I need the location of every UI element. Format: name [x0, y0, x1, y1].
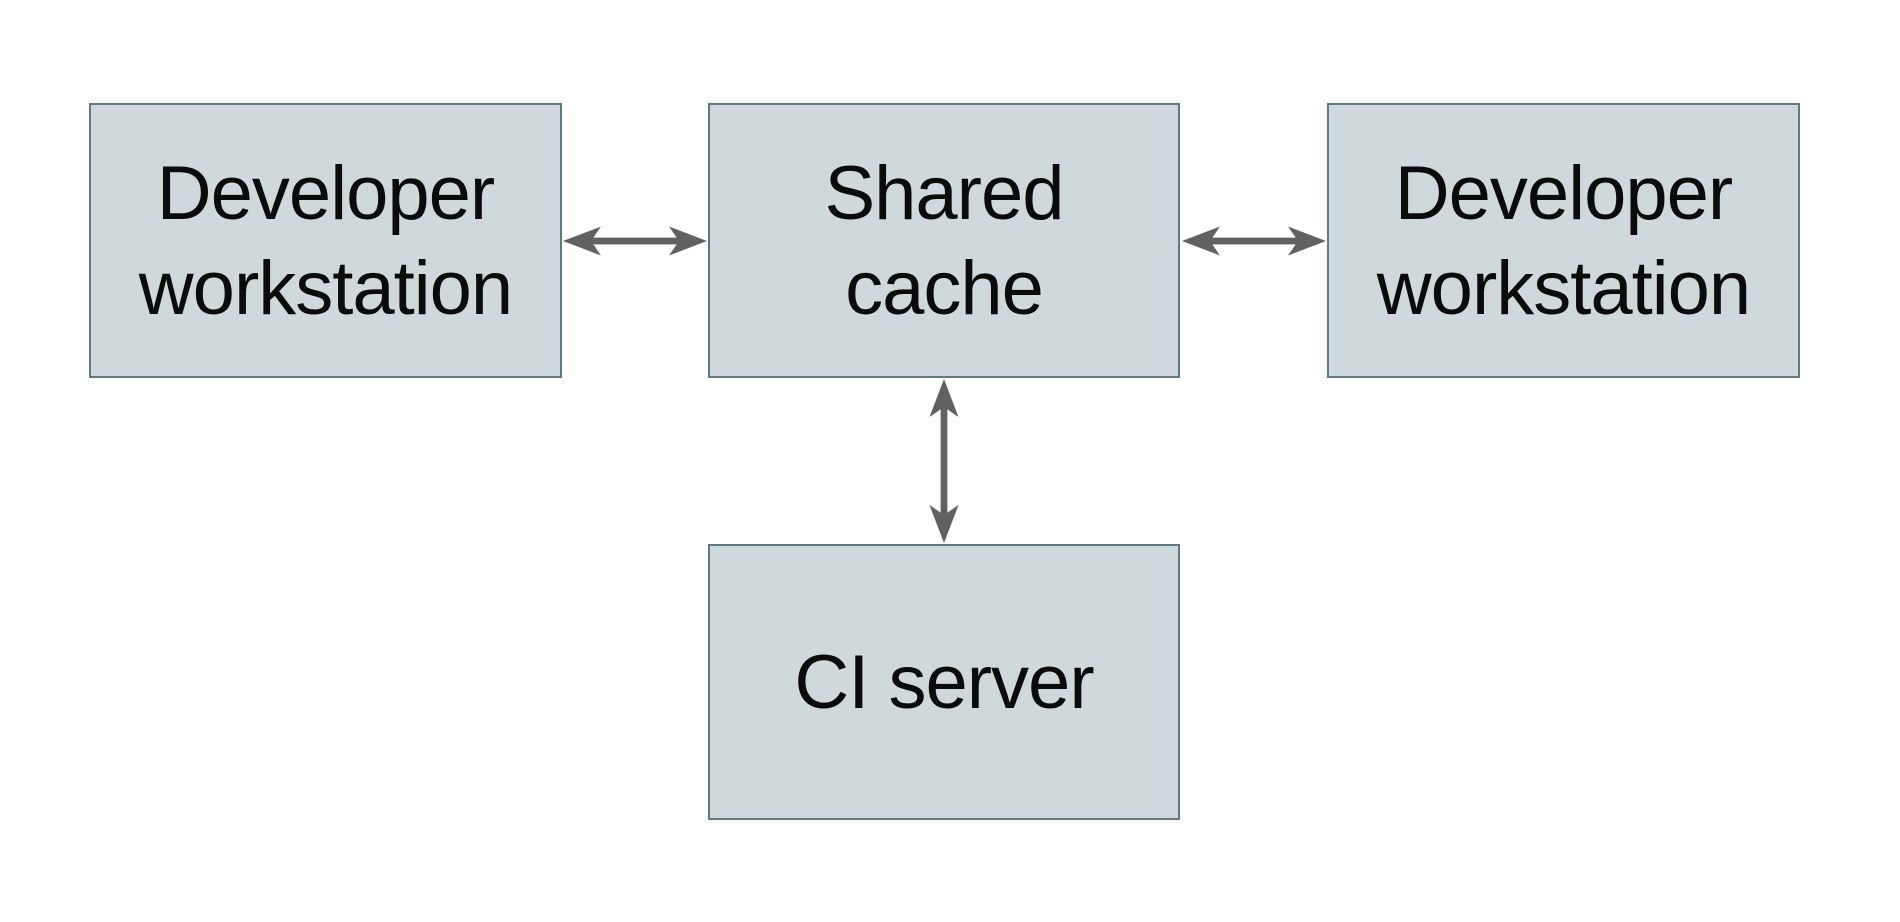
node-developer-workstation-right: Developer workstation: [1327, 103, 1800, 378]
bidirectional-arrow-cache-to-ci-server: [927, 378, 961, 544]
double-arrow-horizontal-icon: [1182, 226, 1326, 256]
node-developer-workstation-left: Developer workstation: [89, 103, 562, 378]
node-label: Developer workstation: [138, 150, 513, 331]
node-label: CI server: [794, 639, 1094, 725]
double-arrow-vertical-icon: [929, 379, 959, 543]
node-label: Developer workstation: [1376, 150, 1751, 331]
node-shared-cache: Shared cache: [708, 103, 1180, 378]
node-ci-server: CI server: [708, 544, 1180, 820]
bidirectional-arrow-left-workstation-to-cache: [562, 224, 708, 258]
node-label: Shared cache: [824, 150, 1064, 331]
double-arrow-horizontal-icon: [563, 226, 707, 256]
bidirectional-arrow-cache-to-right-workstation: [1181, 224, 1327, 258]
